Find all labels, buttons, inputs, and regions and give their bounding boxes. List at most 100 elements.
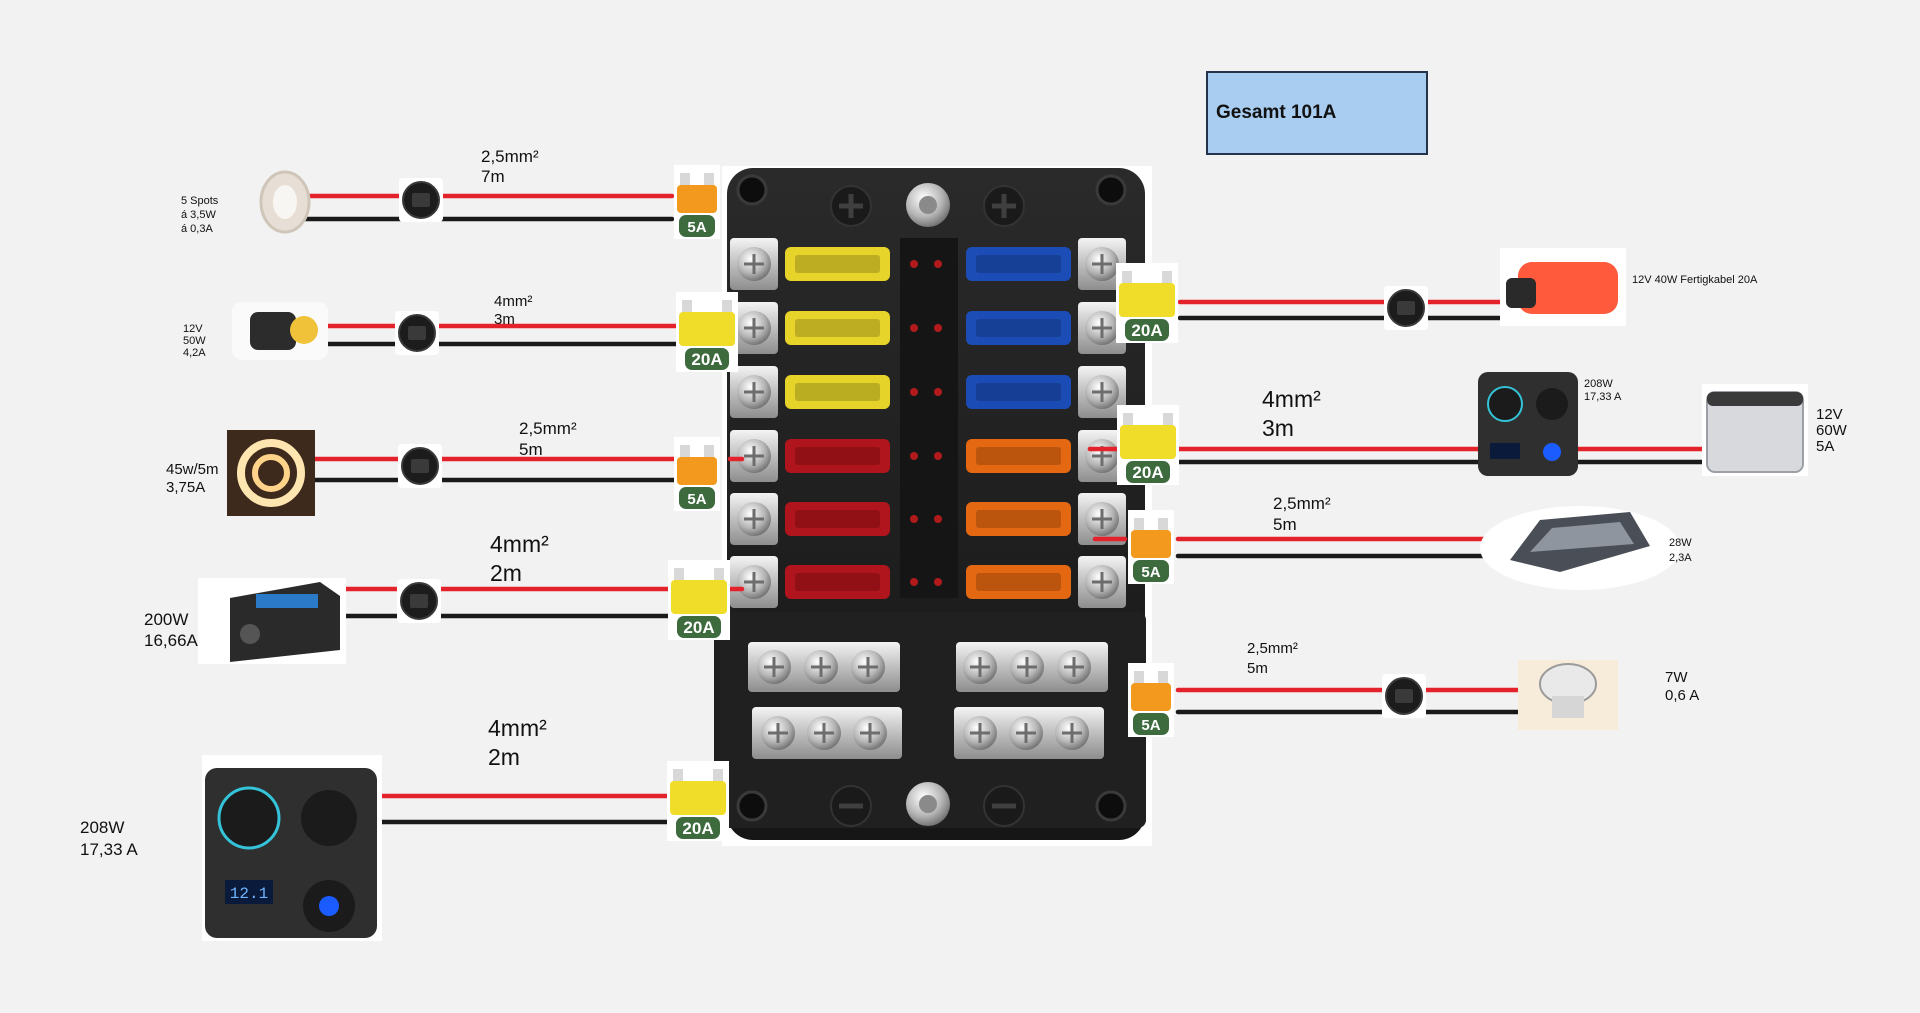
fuse-left <box>785 502 890 536</box>
cigarette-socket-icon <box>301 790 357 846</box>
fuse-rating-badge <box>676 817 720 839</box>
screw-slot <box>860 723 880 743</box>
indicator-led <box>910 260 918 268</box>
fan-cable-size: 2,5mm² <box>1273 494 1331 513</box>
fuse-rating-badge <box>677 616 721 638</box>
fuse-rows <box>730 238 1126 608</box>
devices: 12.1 <box>198 170 1808 941</box>
fan-label-line1: 28W <box>1669 537 1692 549</box>
screw-slot <box>744 318 764 338</box>
fuse-window <box>976 510 1061 528</box>
fuse-left <box>785 247 890 281</box>
inverter-cable-length: 2m <box>490 560 522 586</box>
socket-cable-size: 4mm² <box>488 715 547 741</box>
center-divider <box>900 238 958 598</box>
voltmeter-display <box>225 880 273 904</box>
ledstrip-label-line1: 45w/5m <box>166 461 219 478</box>
fuse-window <box>795 255 880 273</box>
fridge-label-line3: 5A <box>1816 438 1835 455</box>
fuse-rating-text: 20A <box>691 350 722 369</box>
inverter-socket <box>240 624 260 644</box>
fridge-panel-label-line2: 17,33 A <box>1584 391 1622 403</box>
led-spot-lens <box>273 185 297 219</box>
fuse-blade <box>1158 518 1168 534</box>
fuse-window <box>795 383 880 401</box>
fuse-rating-badge <box>685 348 729 370</box>
mounting-hole <box>1095 790 1127 822</box>
fuse-blade <box>722 300 732 316</box>
screw-slot <box>768 723 788 743</box>
inverter-label-line2: 16,66A <box>144 631 198 650</box>
wires <box>302 193 1705 825</box>
rocker-switch-paddle <box>411 459 429 473</box>
fuse-body-icon <box>679 312 735 346</box>
screw-slot <box>858 657 878 677</box>
screw-slot <box>1064 657 1084 677</box>
fuse-left <box>785 375 890 409</box>
screw-slot <box>1092 254 1112 274</box>
inverter-label-line1: 200W <box>144 610 189 629</box>
heater-label: 12V 40W Fertigkabel 20A <box>1632 274 1758 286</box>
roof-fan-lid <box>1530 522 1634 552</box>
inverter-cable-size: 4mm² <box>490 531 549 557</box>
fuse-window <box>976 573 1061 591</box>
fuse-block <box>714 166 1152 846</box>
fuse-body-icon <box>1120 425 1176 459</box>
fuse-body-icon <box>677 185 717 213</box>
water-pump-motor <box>290 316 318 344</box>
fuse-window <box>976 319 1061 337</box>
fuse-window <box>795 447 880 465</box>
cigarette-socket-icon <box>1536 388 1568 420</box>
screw-slot <box>970 657 990 677</box>
diesel-heater-icon <box>1518 262 1618 314</box>
screw-slot <box>764 657 784 677</box>
fuse-body-icon <box>670 781 726 815</box>
screw-slot <box>970 723 990 743</box>
fuse-rating-text: 5A <box>687 491 706 508</box>
screw-slot <box>744 446 764 466</box>
voltmeter-display <box>1490 443 1520 459</box>
fuse-rating-badge <box>679 487 715 509</box>
rocker-switch-paddle <box>412 193 430 207</box>
screw-slot <box>744 572 764 592</box>
led-strip-coil <box>237 439 305 507</box>
fuse-rating-badge <box>1133 560 1169 582</box>
fuse-right <box>966 311 1071 345</box>
spots-label-line1: 5 Spots <box>181 195 219 207</box>
pump-base <box>1552 696 1584 718</box>
rocker-switch-paddle <box>408 326 426 340</box>
fuse-rating-badge <box>1125 319 1169 341</box>
mounting-hole <box>736 174 768 206</box>
spots-cable-size: 2,5mm² <box>481 147 539 166</box>
pump-label-line2: 50W <box>183 335 206 347</box>
indicator-led <box>910 578 918 586</box>
fridge-cable-length: 3m <box>1262 415 1294 441</box>
pump-cable-size: 4mm² <box>494 293 533 310</box>
negative-stud-nut <box>919 795 937 813</box>
fuse-blade <box>1122 271 1132 287</box>
fuse-body-icon <box>671 580 727 614</box>
spots-label-line2: á 3,5W <box>181 209 216 221</box>
fridge-label-line2: 60W <box>1816 422 1847 439</box>
pump-cable-length: 3m <box>494 311 515 328</box>
power-button-icon <box>1543 443 1561 461</box>
fuse-blade <box>674 568 684 584</box>
rocker-switch-paddle <box>1395 689 1413 703</box>
fuse-blade <box>1134 518 1144 534</box>
fuse-blade <box>1163 413 1173 429</box>
pump2-cable-length: 5m <box>1247 660 1268 677</box>
fuse-rating-badge <box>1133 713 1169 735</box>
fuse-right <box>966 247 1071 281</box>
fuse-rating-text: 20A <box>682 819 713 838</box>
fuse-rating-text: 5A <box>1141 717 1160 734</box>
fuse-window <box>795 510 880 528</box>
fuse-window <box>795 319 880 337</box>
fuse-blade <box>682 300 692 316</box>
fuse-blade <box>1158 671 1168 687</box>
indicator-led <box>910 388 918 396</box>
screw-slot <box>1092 318 1112 338</box>
positive-stud-nut <box>919 196 937 214</box>
fuse-right <box>966 439 1071 473</box>
